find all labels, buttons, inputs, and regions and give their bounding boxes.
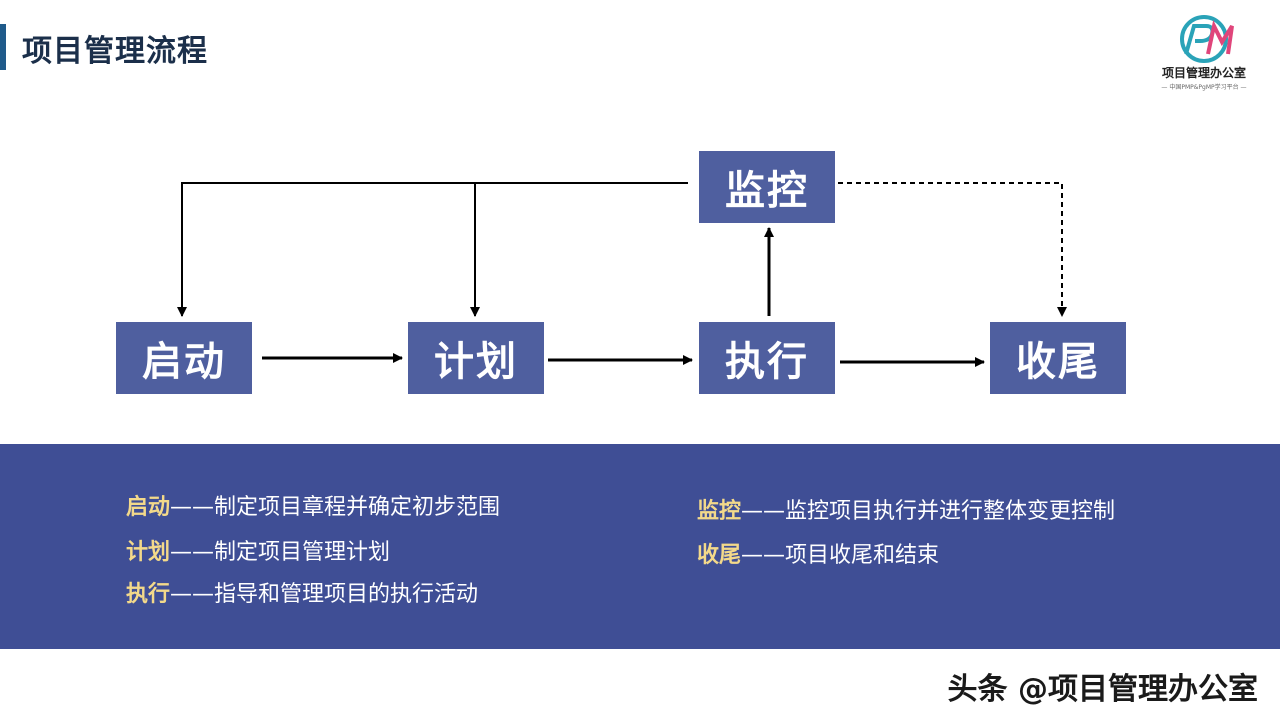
feedback-line <box>177 182 688 317</box>
desc-text: 制定项目章程并确定初步范围 <box>214 495 501 520</box>
node-initiate: 启动 <box>116 322 252 394</box>
desc-text: 指导和管理项目的执行活动 <box>214 582 479 607</box>
desc-sep: —— <box>741 543 786 568</box>
process-arrows <box>177 182 1067 367</box>
description-band <box>0 444 1280 649</box>
watermark: 头条 @项目管理办公室 <box>947 672 1258 707</box>
desc-plan: 计划——制定项目管理计划 <box>126 534 390 566</box>
desc-term: 执行 <box>126 582 171 607</box>
desc-term: 监控 <box>697 499 742 524</box>
pmo-logo: 项目管理办公室 — 中国PMP&PgMP学习平台 — <box>1152 14 1256 96</box>
desc-sep: —— <box>741 499 786 524</box>
desc-monitor: 监控——监控项目执行并进行整体变更控制 <box>697 493 1115 525</box>
desc-text: 项目收尾和结束 <box>785 543 940 568</box>
desc-sep: —— <box>170 540 215 565</box>
logo-name: 项目管理办公室 <box>1161 66 1246 80</box>
desc-term: 收尾 <box>697 543 742 568</box>
pm-logo-icon <box>1180 15 1234 63</box>
node-monitor: 监控 <box>699 151 835 223</box>
title-accent-bar <box>0 24 6 70</box>
desc-term: 启动 <box>126 495 171 520</box>
node-close: 收尾 <box>990 322 1126 394</box>
desc-close: 收尾——项目收尾和结束 <box>697 537 939 569</box>
desc-term: 计划 <box>126 540 171 565</box>
desc-text: 制定项目管理计划 <box>214 540 391 565</box>
desc-text: 监控项目执行并进行整体变更控制 <box>785 499 1116 524</box>
node-execute: 执行 <box>699 322 835 394</box>
monitor-to-close-dashed <box>838 182 1067 317</box>
desc-sep: —— <box>170 582 215 607</box>
node-plan: 计划 <box>408 322 544 394</box>
desc-sep: —— <box>170 495 215 520</box>
desc-initiate: 启动——制定项目章程并确定初步范围 <box>126 489 500 521</box>
page-title: 项目管理流程 <box>22 34 208 69</box>
logo-subtitle: — 中国PMP&PgMP学习平台 — <box>1161 84 1247 91</box>
desc-execute: 执行——指导和管理项目的执行活动 <box>126 576 478 608</box>
